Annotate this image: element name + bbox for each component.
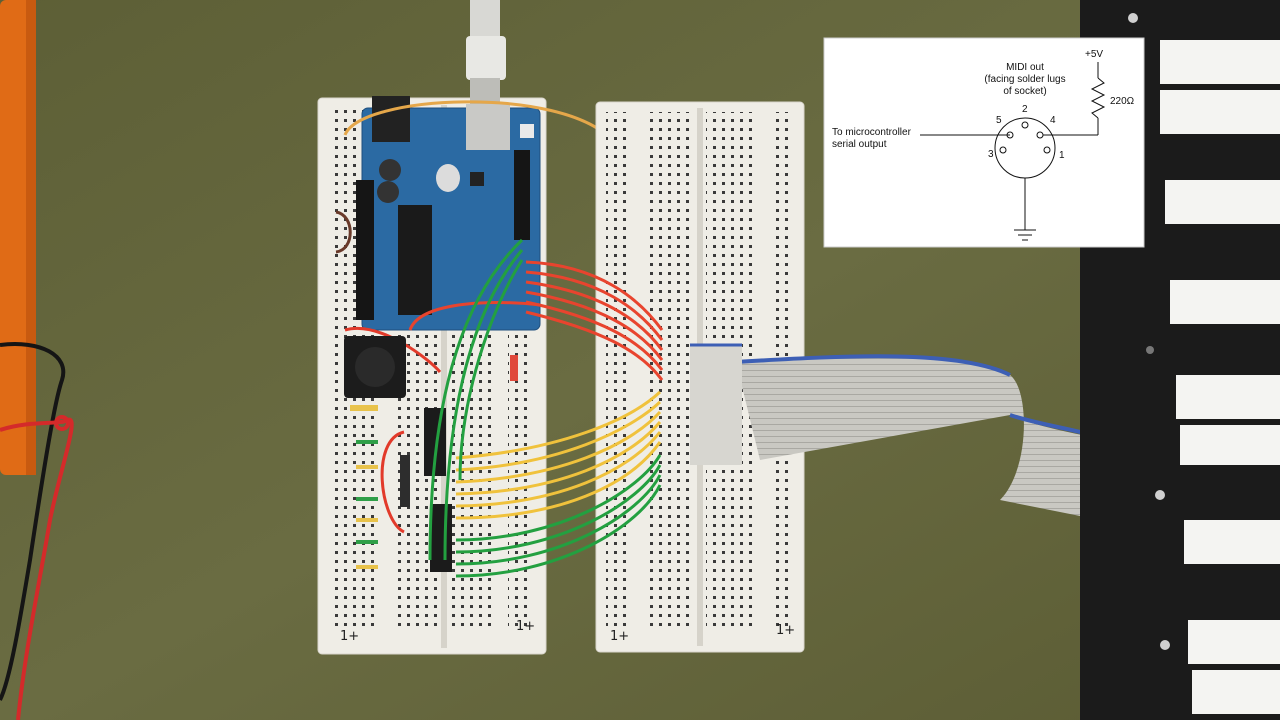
schematic-input-2: serial output xyxy=(832,139,887,150)
ribbon-cable xyxy=(690,343,1111,520)
right-rail-label-1: 1+ xyxy=(610,629,629,644)
usb-cable xyxy=(466,0,506,106)
schematic-supply: +5V xyxy=(1085,49,1103,60)
power-leads xyxy=(0,342,74,720)
arduino-board xyxy=(356,96,541,331)
wire-bundle-red xyxy=(408,260,664,381)
schematic-pin-2: 2 xyxy=(1022,104,1028,115)
schematic-input-1: To microcontroller xyxy=(832,127,912,138)
orange-tool xyxy=(0,0,36,475)
schematic-pin-4: 4 xyxy=(1050,115,1056,126)
left-rail-label-1: 1+ xyxy=(340,629,359,644)
midi-socket xyxy=(344,336,406,398)
schematic-title-3: of socket) xyxy=(1003,86,1046,97)
schematic-title-1: MIDI out xyxy=(1006,62,1044,73)
schematic-pin-5: 5 xyxy=(996,115,1002,126)
wire-bundle-yellow xyxy=(455,390,662,520)
schematic-title-2: (facing solder lugs xyxy=(984,74,1065,85)
schematic-pin-1: 1 xyxy=(1059,150,1065,161)
right-rail-label-2: 1+ xyxy=(776,623,795,638)
schematic-pin-3: 3 xyxy=(988,149,994,160)
left-rail-label-2: 1+ xyxy=(516,619,535,634)
small-components xyxy=(350,355,518,569)
midi-schematic: MIDI out (facing solder lugs of socket) … xyxy=(823,37,1145,248)
schematic-resistor-value: 220Ω xyxy=(1110,96,1135,107)
wire-bundle-green xyxy=(428,238,662,578)
